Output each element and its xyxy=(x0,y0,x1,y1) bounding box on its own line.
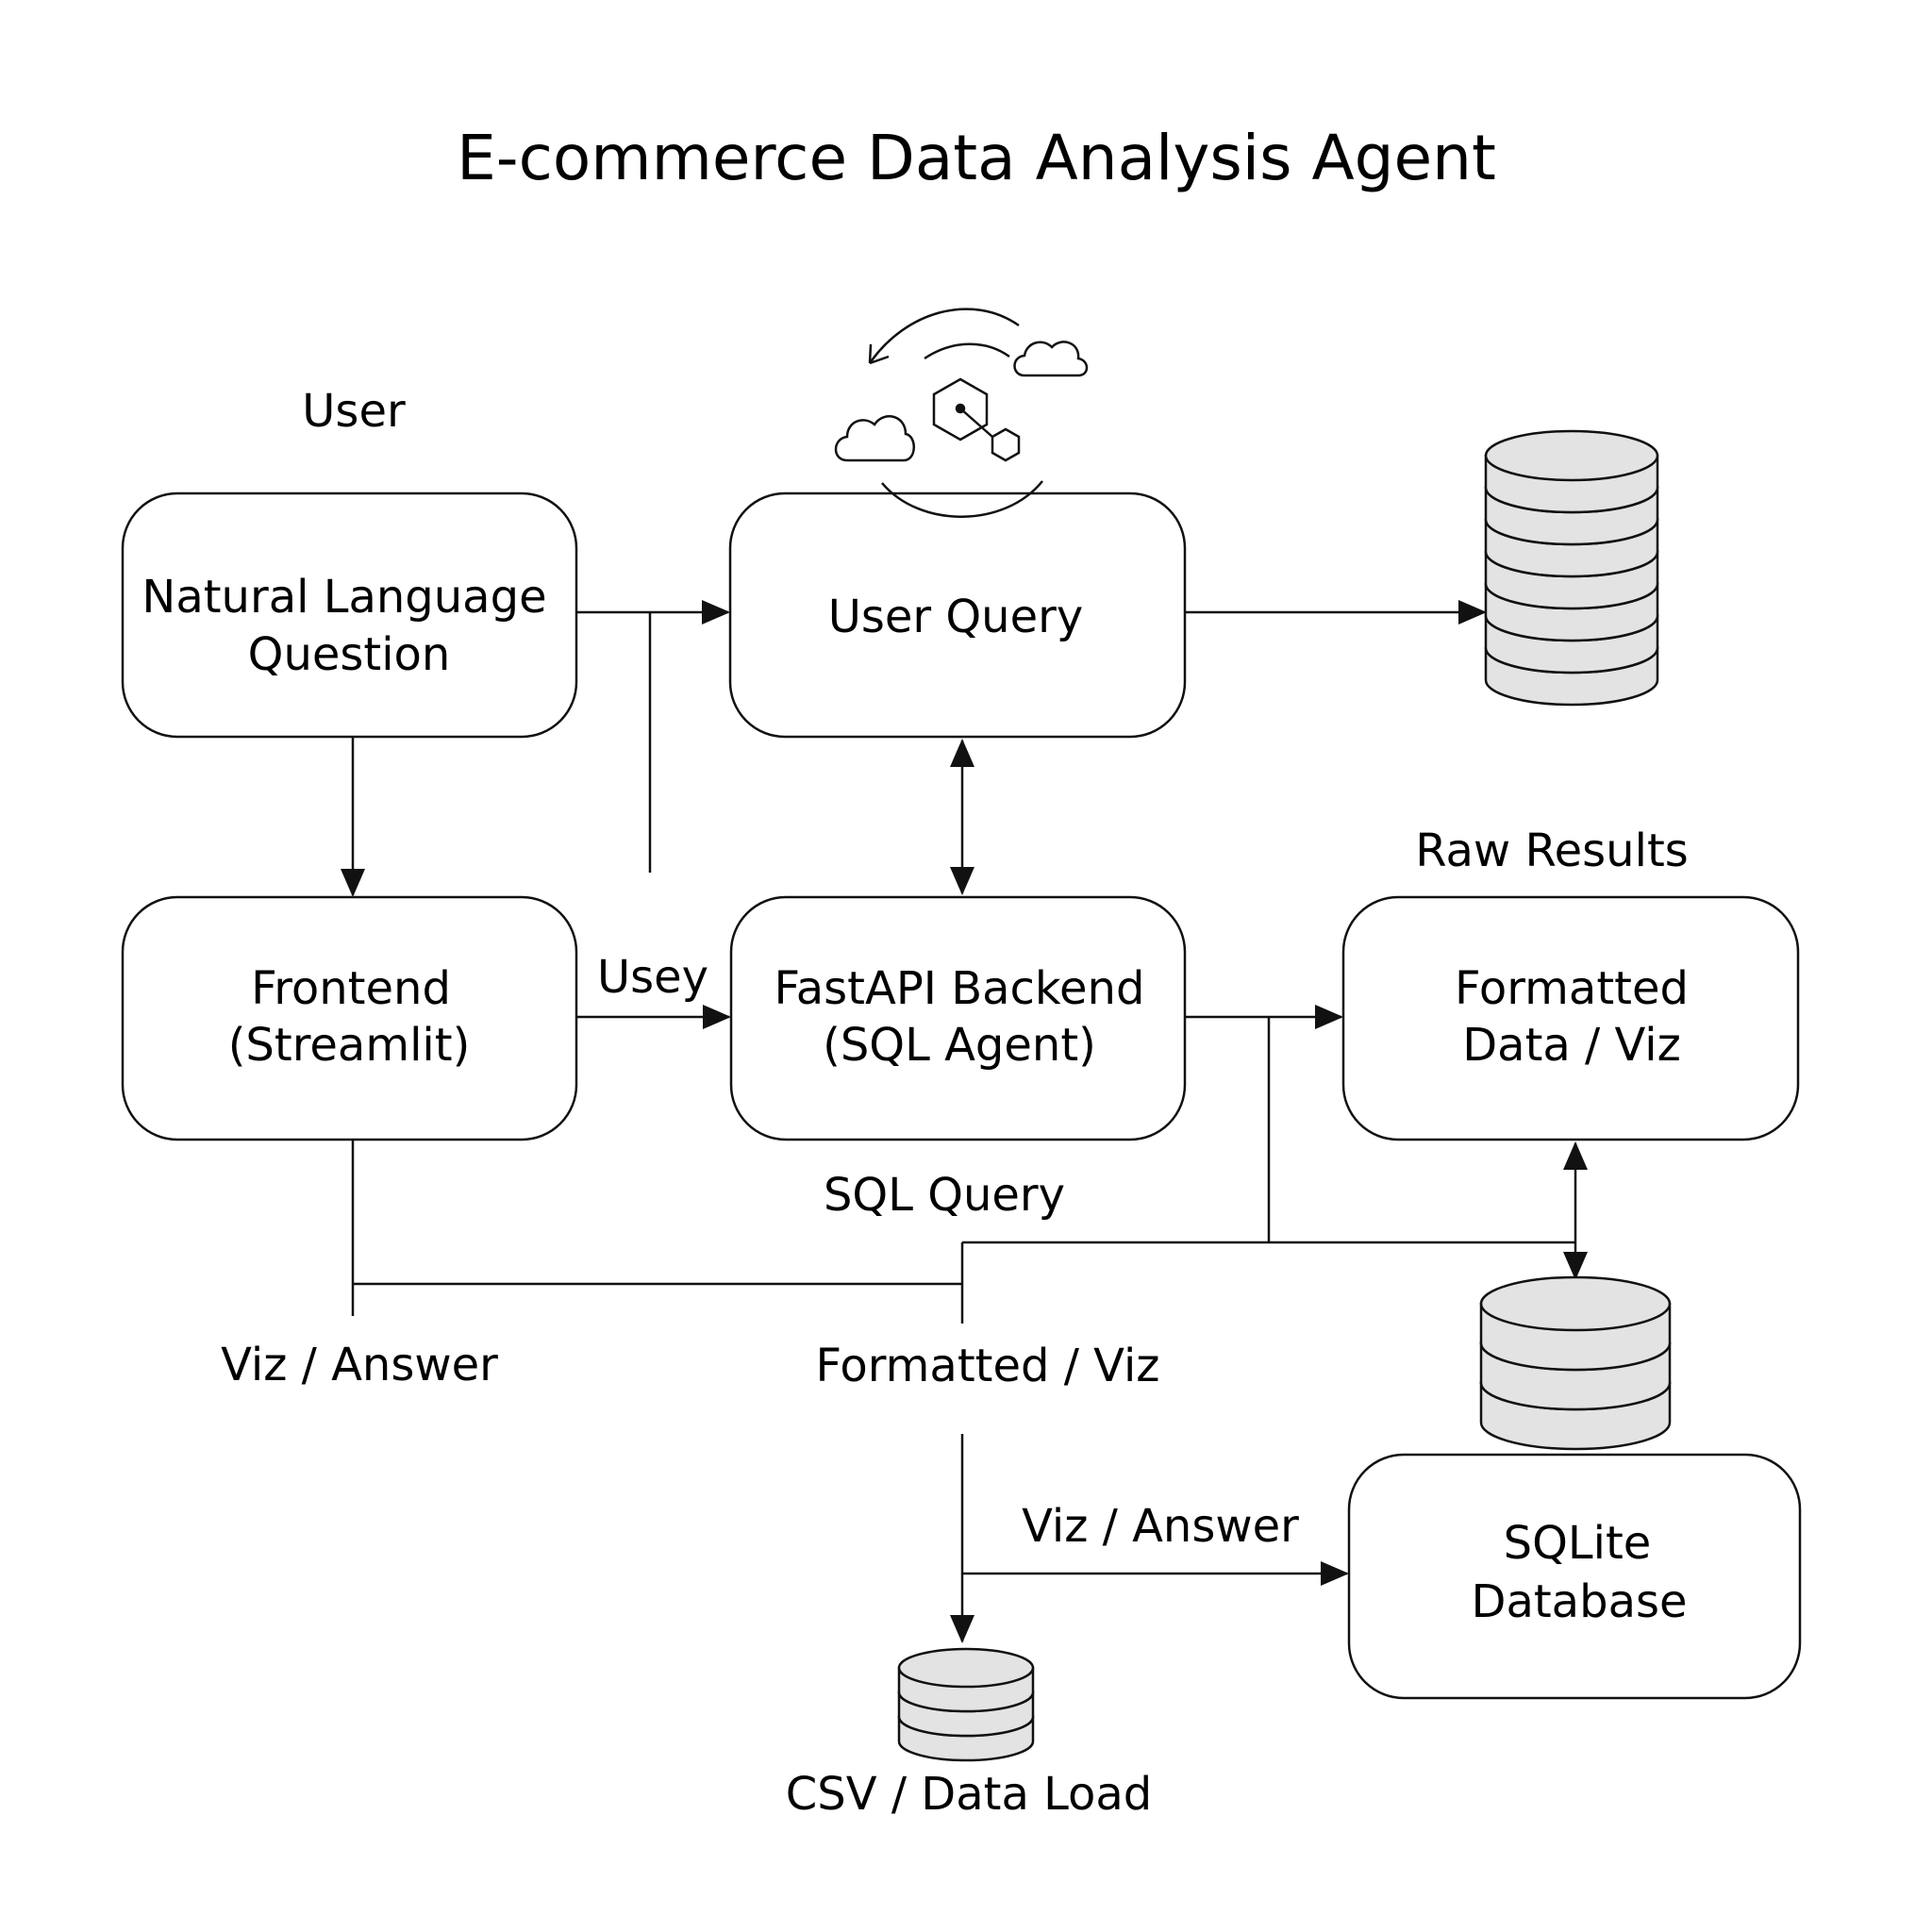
backend-line-2: (SQL Agent) xyxy=(823,1019,1096,1072)
diagram-title: E-commerce Data Analysis Agent xyxy=(457,122,1496,194)
formatted-data-viz-box: Formatted Data / Viz xyxy=(1341,895,1800,1141)
cloud-icon-right xyxy=(1013,341,1089,377)
database-disc-top xyxy=(1484,429,1659,482)
database-disc-top xyxy=(1479,1275,1672,1332)
viz-answer-bottom-label: Viz / Answer xyxy=(1022,1500,1299,1553)
user-query-box: User Query xyxy=(728,491,1187,739)
formatted-line-1: Formatted xyxy=(1455,962,1689,1015)
formatted-viz-label: Formatted / Viz xyxy=(816,1340,1160,1392)
database-icon-medium xyxy=(1479,1275,1672,1451)
database-icon-small xyxy=(897,1647,1035,1762)
signal-arc-icon xyxy=(924,342,1010,360)
orbit-arc-icon xyxy=(881,480,1043,518)
sqlite-database-box: SQLite Database xyxy=(1347,1453,1802,1700)
frontend-line-1: Frontend xyxy=(251,962,451,1015)
cloud-icon-left xyxy=(834,415,915,462)
usey-label: Usey xyxy=(597,951,708,1004)
sql-query-label: SQL Query xyxy=(824,1169,1065,1222)
hexagon-node-icon xyxy=(932,377,1021,462)
raw-results-label: Raw Results xyxy=(1415,824,1689,877)
frontend-line-2: (Streamlit) xyxy=(228,1019,471,1072)
natural-language-question-box: Natural Language Question xyxy=(121,491,578,739)
backend-line-1: FastAPI Backend xyxy=(774,962,1145,1015)
sqlite-line-1: SQLite xyxy=(1504,1517,1652,1570)
connectors xyxy=(341,600,1588,1643)
database-disc-top xyxy=(897,1647,1035,1689)
sqlite-line-2: Database xyxy=(1471,1575,1687,1628)
formatted-line-2: Data / Viz xyxy=(1462,1019,1681,1072)
database-icon-large xyxy=(1484,429,1659,707)
nlq-line-1: Natural Language xyxy=(142,571,546,624)
llm-agent-icon xyxy=(834,308,1089,518)
fastapi-backend-box: FastAPI Backend (SQL Agent) xyxy=(729,895,1187,1141)
refresh-arrow-head xyxy=(868,343,890,365)
csv-data-load-label: CSV / Data Load xyxy=(786,1768,1153,1821)
frontend-box: Frontend (Streamlit) xyxy=(121,895,578,1141)
user-label: User xyxy=(302,385,406,438)
refresh-arrow-icon xyxy=(868,308,1020,364)
user-query-line-1: User Query xyxy=(828,591,1084,643)
nlq-line-2: Question xyxy=(248,628,451,681)
viz-answer-left-label: Viz / Answer xyxy=(221,1339,498,1391)
